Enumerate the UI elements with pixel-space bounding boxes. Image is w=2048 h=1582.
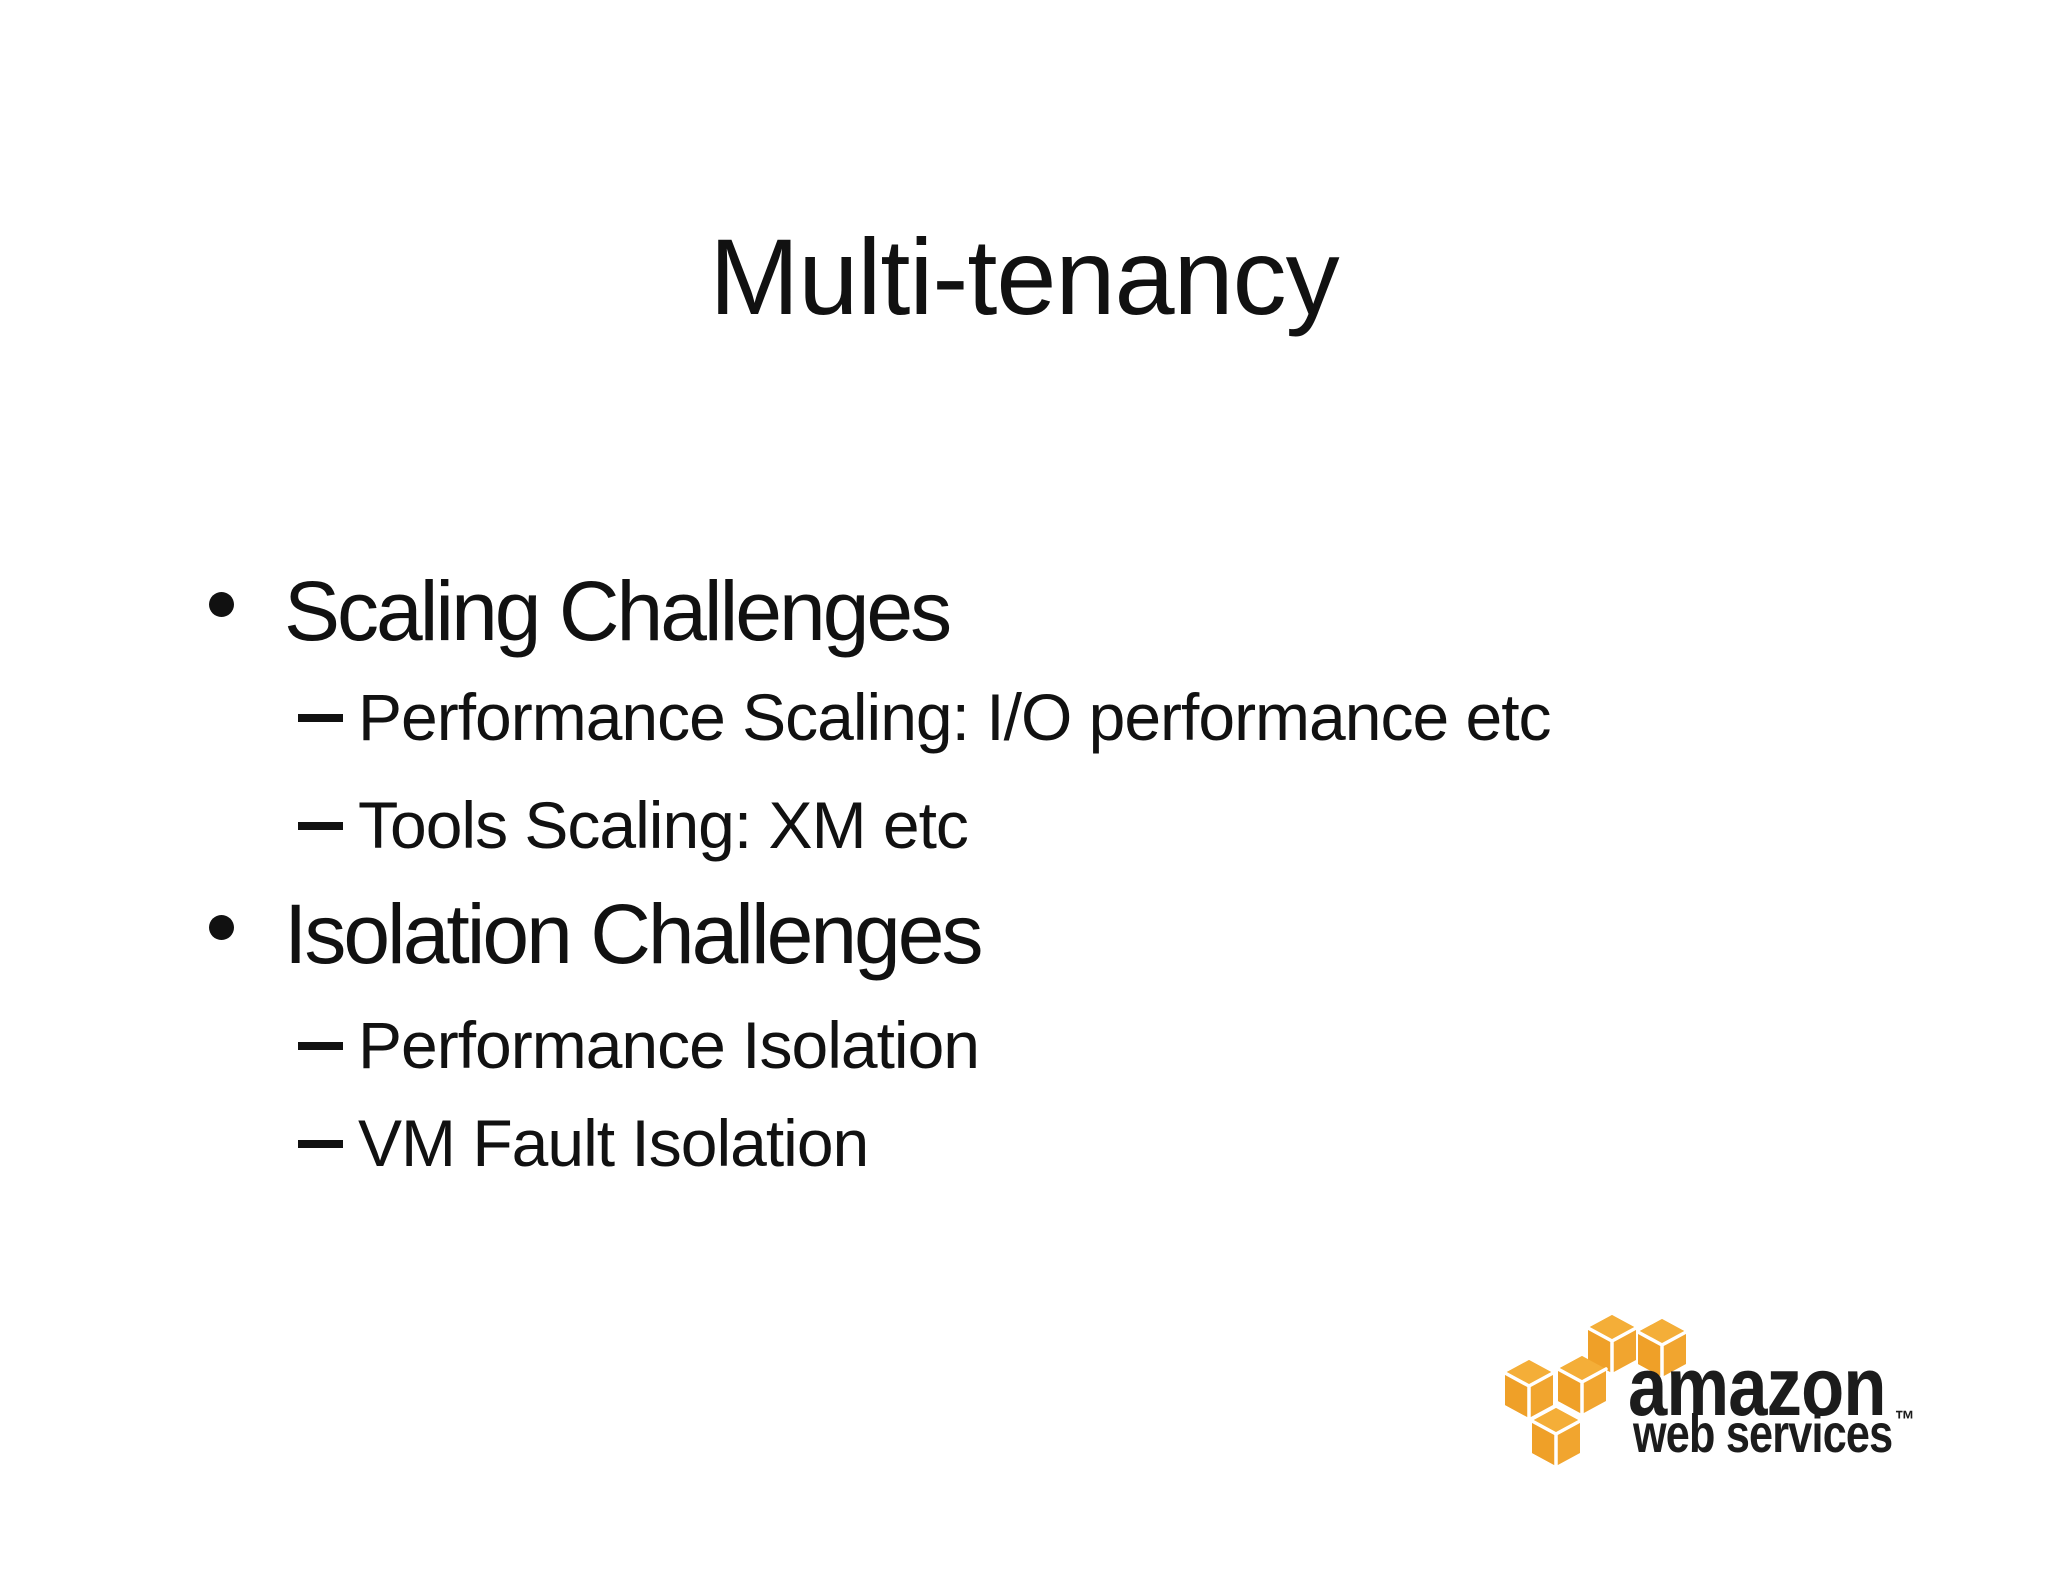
dash-bullet-icon: [298, 1140, 343, 1148]
bullet-dot-icon: [209, 592, 234, 617]
bullet-text-scaling: Scaling Challenges: [284, 564, 952, 658]
sub-bullet-text-performance-scaling: Performance Scaling: I/O performance etc: [358, 680, 1552, 754]
sub-bullet-text-performance-isolation: Performance Isolation: [358, 1008, 980, 1082]
trademark-symbol: ™: [1894, 1406, 1915, 1434]
sub-bullet-text-vm-fault-isolation: VM Fault Isolation: [358, 1106, 869, 1180]
sub-bullet-text-tools-scaling: Tools Scaling: XM etc: [358, 788, 969, 862]
dash-bullet-icon: [298, 822, 343, 830]
dash-bullet-icon: [298, 714, 343, 722]
aws-logo: amazon web services™: [1500, 1308, 1940, 1483]
aws-subbrand-text: web services™: [1633, 1407, 1915, 1461]
slide-title: Multi-tenancy: [709, 216, 1339, 337]
aws-subbrand-label: web services: [1633, 1404, 1893, 1464]
dash-bullet-icon: [298, 1042, 343, 1050]
bullet-dot-icon: [209, 915, 234, 940]
aws-brand-text: amazon: [1628, 1340, 1886, 1433]
bullet-text-isolation: Isolation Challenges: [284, 887, 983, 981]
